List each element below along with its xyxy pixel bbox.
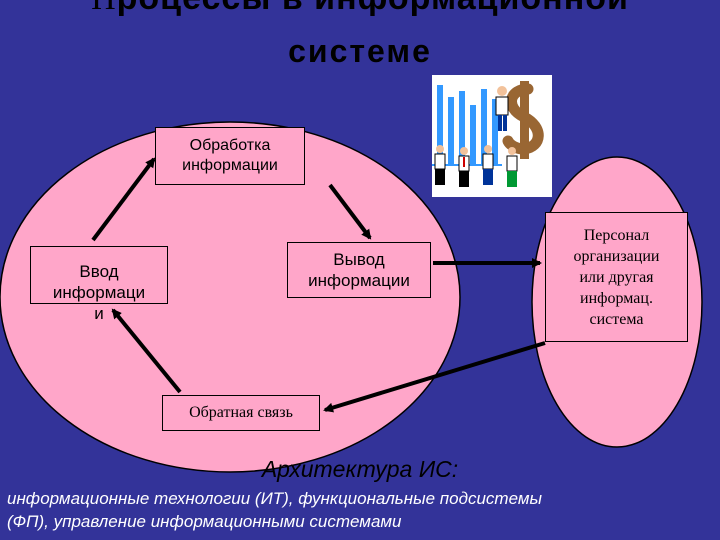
personnel-label-line3: или другая xyxy=(579,268,654,286)
output-label-line1: Вывод xyxy=(333,250,385,269)
feedback-label: Обратная связь xyxy=(189,404,293,421)
personnel-box: Персонал организации или другая информац… xyxy=(545,212,688,342)
arrow-processing-to-output xyxy=(328,183,372,240)
processing-label-line2: информации xyxy=(182,157,278,174)
input-label-line3: и xyxy=(94,304,104,323)
input-label-line1: Ввод xyxy=(79,262,119,281)
clipart-drawing xyxy=(432,81,544,187)
output-box: Вывод информации xyxy=(287,242,431,298)
arrow-personnel-to-feedback xyxy=(323,341,546,413)
slide-title-line1: Процессы в информационной xyxy=(0,0,720,19)
input-label-line2: информаци xyxy=(52,283,146,302)
title-rest: роцессы в информационной xyxy=(117,0,629,17)
architecture-description-line2: (ФП), управление информационными система… xyxy=(7,512,402,531)
architecture-description: информационные технологии (ИТ), функцион… xyxy=(7,487,713,533)
arrow-feedback-to-input xyxy=(111,308,182,394)
input-box: Ввод информаци и xyxy=(30,246,168,323)
feedback-box: Обратная связь xyxy=(162,395,320,431)
personnel-label-line2: организации xyxy=(573,247,660,265)
title-initial: П xyxy=(91,0,117,17)
architecture-description-line1: информационные технологии (ИТ), функцион… xyxy=(7,489,543,508)
business-clipart-image xyxy=(432,75,552,197)
arrow-input-to-processing xyxy=(91,157,156,242)
processing-label-line1: Обработка xyxy=(189,137,271,154)
slide-title-line2: системе xyxy=(288,33,432,69)
processing-box: Обработка информации xyxy=(155,127,305,185)
architecture-heading: Архитектура ИС: xyxy=(261,456,459,482)
personnel-label-line5: система xyxy=(589,310,644,328)
personnel-label-line1: Персонал xyxy=(583,226,650,244)
personnel-label-line4: информац. xyxy=(580,289,653,307)
output-label-line2: информации xyxy=(308,271,410,290)
